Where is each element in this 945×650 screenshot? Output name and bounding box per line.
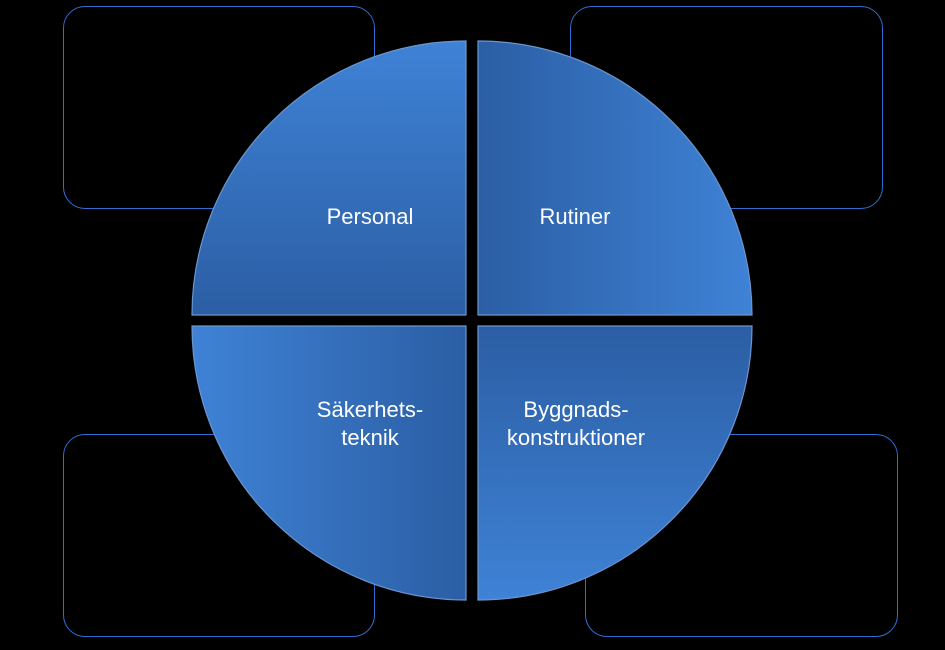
label-byggnadskonstruktioner-line2: konstruktioner (507, 425, 645, 450)
label-personal: Personal (327, 204, 414, 229)
quadrant-bottom-left (191, 325, 467, 601)
quadrant-top-left (191, 40, 467, 316)
label-byggnadskonstruktioner-line1: Byggnads- (523, 397, 628, 422)
quadrant-top-right (477, 40, 753, 316)
label-sakerhetsteknik-line2: teknik (341, 425, 399, 450)
label-rutiner: Rutiner (540, 204, 611, 229)
quadrant-bottom-right (477, 325, 753, 601)
label-sakerhetsteknik-line1: Säkerhets- (317, 397, 423, 422)
